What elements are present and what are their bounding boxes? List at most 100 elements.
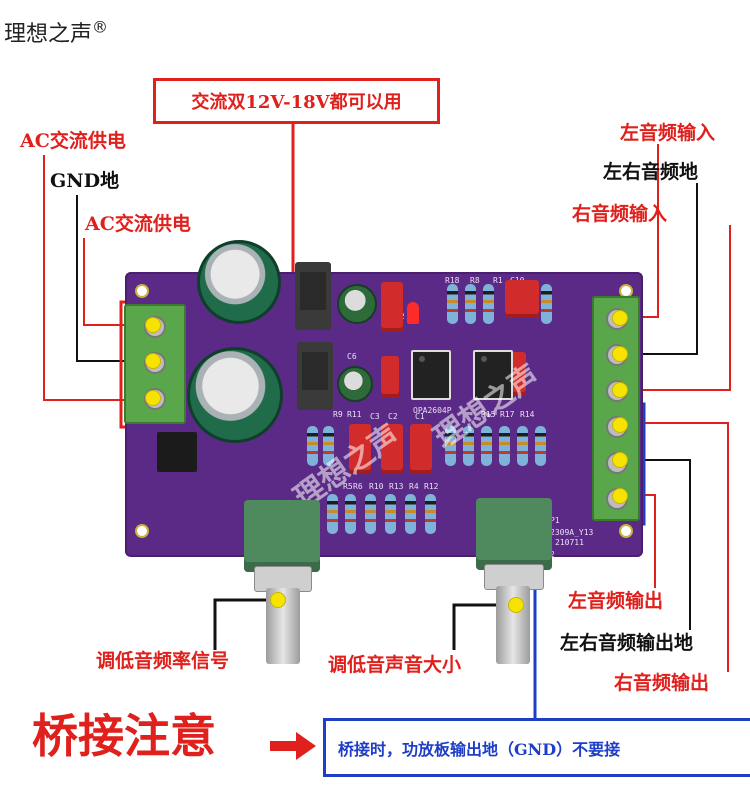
chip-text: OPA2604P — [413, 406, 452, 415]
label-audio-out-ground: 左右音频输出地 — [560, 632, 694, 654]
brand-text: 理想之声 — [4, 22, 93, 47]
marker-in-right — [612, 382, 628, 398]
silk-r14: R14 — [520, 410, 535, 419]
resistor — [323, 426, 334, 466]
led-indicator — [407, 302, 419, 324]
silk-c1: C1 — [415, 412, 425, 421]
pot-nut — [254, 566, 312, 592]
silk-r8: R8 — [470, 276, 480, 285]
op-amp-chip — [411, 350, 451, 400]
resistor — [541, 284, 552, 324]
resistor — [465, 284, 476, 324]
silk-c2: C2 — [388, 412, 398, 421]
line-in-right — [627, 225, 731, 391]
mount-hole — [135, 524, 149, 538]
resistor — [405, 494, 416, 534]
marker-ac-1 — [145, 317, 161, 333]
film-capacitor — [349, 424, 371, 474]
label-left-audio-in: 左音频输入 — [620, 122, 716, 144]
film-capacitor — [510, 352, 526, 396]
mount-hole — [135, 284, 149, 298]
silk-r1: R1 — [493, 276, 503, 285]
resistor — [499, 426, 510, 466]
bridge-note-box: 桥接时，功放板输出地（GND）不要接 — [323, 718, 750, 777]
label-bass-frequency: 调低音频率信号 — [96, 650, 230, 672]
resistor — [447, 284, 458, 324]
line-ac-1 — [43, 155, 150, 401]
film-capacitor — [381, 282, 403, 332]
resistor — [445, 426, 456, 466]
resistor — [535, 426, 546, 466]
resistor — [385, 494, 396, 534]
film-capacitor — [505, 280, 539, 318]
bridge-warning-title: 桥接注意 — [32, 709, 216, 763]
arrow-right-icon — [270, 741, 300, 751]
resistor — [481, 426, 492, 466]
silk-r12: R12 — [424, 482, 439, 491]
silk-r15: R15 — [481, 410, 496, 419]
line-knob-left — [213, 598, 278, 650]
silk-pcb-code: 2309A_Y13 — [550, 528, 594, 537]
brand-logo: 理想之声® — [4, 16, 108, 48]
marker-out-left — [612, 488, 628, 504]
voltage-regulator — [295, 262, 331, 330]
marker-out-right — [612, 417, 628, 433]
silk-r17: R17 — [500, 410, 515, 419]
label-right-audio-in: 右音频输入 — [572, 203, 668, 225]
film-capacitor — [381, 424, 403, 474]
silk-r13: R13 — [389, 482, 404, 491]
label-gnd: GND地 — [50, 170, 120, 192]
label-bass-volume: 调低音声音大小 — [328, 654, 462, 676]
voltage-note-box: 交流双12V-18V都可以用 — [153, 78, 440, 124]
resistor — [365, 494, 376, 534]
silk-p1: P1 — [550, 516, 560, 525]
resistor — [307, 426, 318, 466]
silk-date-code: 210711 — [555, 538, 584, 547]
silk-r10: R10 — [369, 482, 384, 491]
marker-gnd — [145, 353, 161, 369]
label-right-audio-out: 右音频输出 — [614, 672, 710, 694]
silk-r4: R4 — [409, 482, 419, 491]
silk-r6: R6 — [353, 482, 363, 491]
pcb-board: D2 C6 R18 R8 R1 C10 R9 R11 C3 C2 C1 R15 … — [125, 240, 643, 559]
small-capacitor — [337, 366, 373, 402]
film-capacitor — [410, 424, 432, 474]
label-left-audio-out: 左音频输出 — [568, 590, 664, 612]
marker-knob-left — [270, 592, 286, 608]
marker-ac-2 — [145, 390, 161, 406]
marker-knob-right — [508, 597, 524, 613]
film-capacitor — [381, 356, 399, 398]
silk-r18: R18 — [445, 276, 460, 285]
label-ac-power-2: AC交流供电 — [85, 213, 191, 235]
marker-in-gnd — [612, 346, 628, 362]
electrolytic-capacitor — [197, 240, 281, 324]
arrow-head-icon — [296, 732, 316, 760]
label-audio-ground: 左右音频地 — [603, 161, 699, 183]
silk-r5: R5 — [343, 482, 353, 491]
marker-in-left — [612, 310, 628, 326]
silk-c3: C3 — [370, 412, 380, 421]
potentiometer-right[interactable] — [476, 498, 552, 570]
voltage-note-text: 交流双12V-18V都可以用 — [191, 92, 402, 113]
resistor — [517, 426, 528, 466]
silk-r11: R11 — [347, 410, 362, 419]
bridge-rectifier — [157, 432, 197, 472]
audio-terminal-block — [592, 296, 640, 521]
resistor — [425, 494, 436, 534]
line-in-gnd — [627, 183, 698, 355]
resistor — [345, 494, 356, 534]
silk-r9: R9 — [333, 410, 343, 419]
mount-hole — [619, 524, 633, 538]
line-out-gnd — [627, 459, 691, 630]
voltage-regulator — [297, 342, 333, 410]
electrolytic-capacitor — [187, 347, 283, 443]
bridge-note-text: 桥接时，功放板输出地（GND）不要接 — [338, 739, 621, 759]
silk-c6: C6 — [347, 352, 357, 361]
registered-mark: ® — [92, 17, 109, 37]
small-capacitor — [337, 284, 377, 324]
resistor — [327, 494, 338, 534]
resistor — [463, 426, 474, 466]
op-amp-chip — [473, 350, 513, 400]
potentiometer-left[interactable] — [244, 500, 320, 572]
pot-nut — [484, 564, 544, 590]
